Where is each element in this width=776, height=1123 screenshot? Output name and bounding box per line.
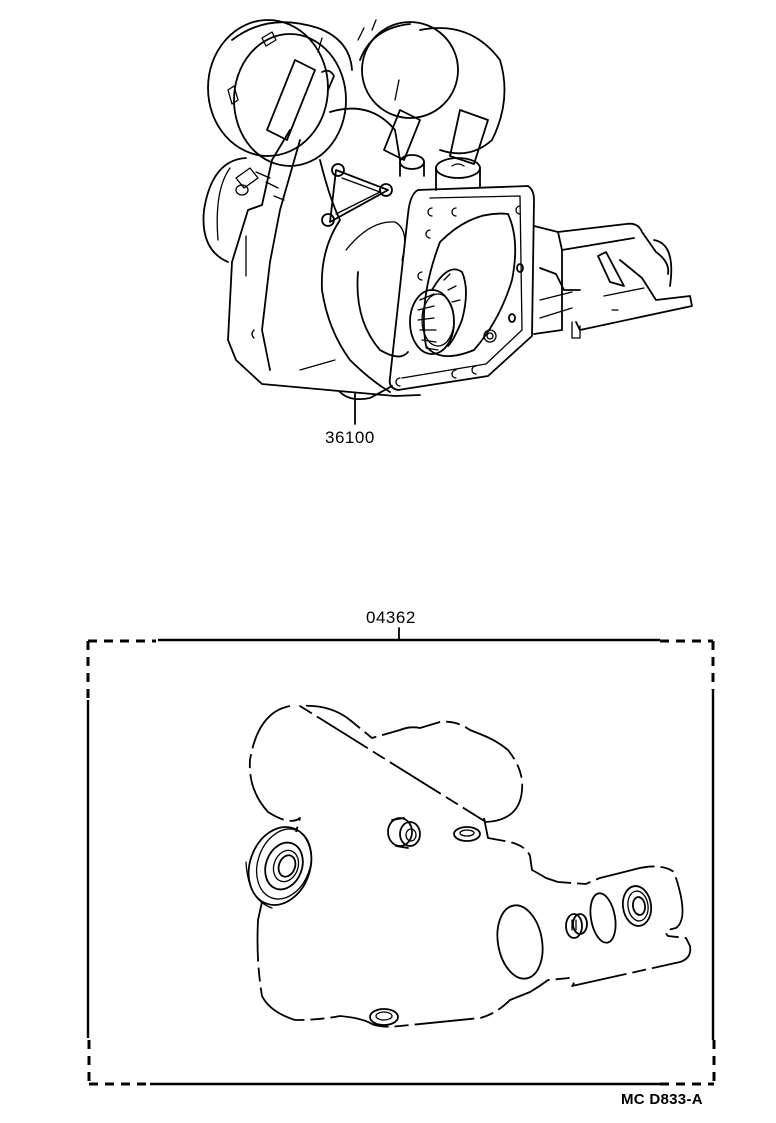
transfer-assembly-illustration bbox=[202, 19, 693, 425]
part-number-04362: 04362 bbox=[366, 608, 416, 627]
part-number-36100: 36100 bbox=[325, 428, 375, 447]
gasket-kit-illustration bbox=[86, 627, 716, 1086]
front-flange-plate bbox=[388, 185, 535, 391]
lower-left-drum bbox=[202, 157, 259, 263]
plug-bushing bbox=[387, 817, 421, 849]
o-ring-small bbox=[589, 892, 617, 944]
upper-right-drum bbox=[357, 19, 506, 165]
washer-top bbox=[453, 826, 481, 842]
oil-seal-large bbox=[245, 826, 313, 909]
reference-code: MC D833-A bbox=[621, 1091, 703, 1108]
gasket bbox=[248, 704, 692, 1028]
kit-bracket-box bbox=[86, 638, 716, 1086]
extension-housing bbox=[533, 222, 693, 339]
o-ring-large bbox=[496, 904, 544, 980]
upper-left-drum bbox=[207, 19, 353, 167]
top-bosses bbox=[399, 154, 481, 191]
washer-bottom bbox=[369, 1008, 399, 1026]
plug-small bbox=[565, 913, 588, 939]
oil-seal-small bbox=[621, 885, 653, 927]
